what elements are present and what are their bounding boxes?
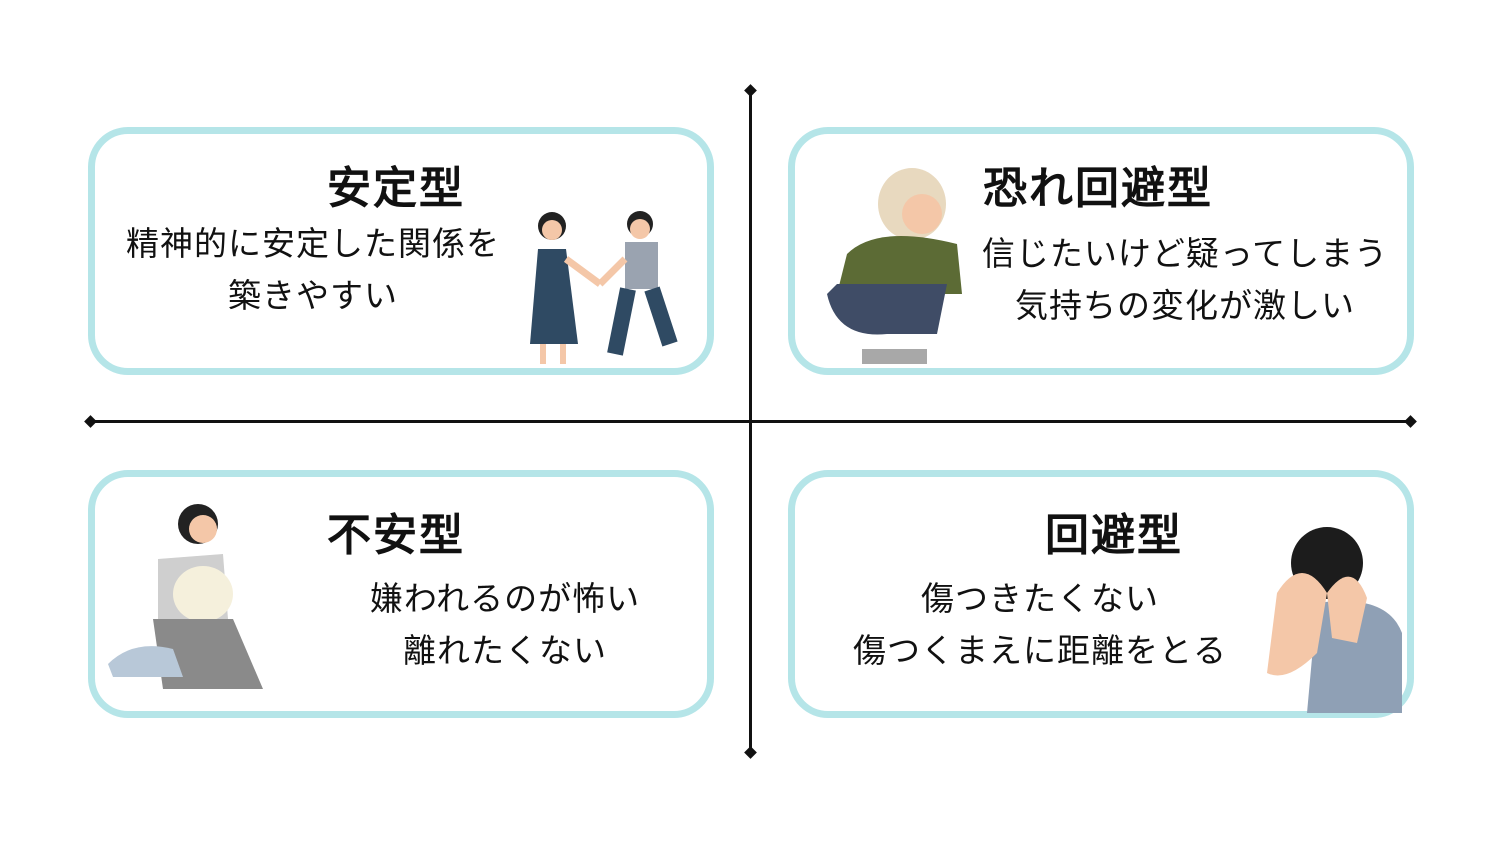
quadrant-secure: 安定型 精神的に安定した関係を 築きやすい — [88, 127, 714, 375]
description-line: 気持ちの変化が激しい — [1015, 286, 1355, 325]
quadrant-description: 嫌われるのが怖い 離れたくない — [335, 573, 675, 677]
horizontal-axis — [90, 420, 1410, 423]
description-line: 嫌われるのが怖い — [369, 579, 641, 618]
description-line: 信じたいけど疑ってしまう — [981, 234, 1389, 273]
description-line: 築きやすい — [228, 276, 398, 315]
quadrant-description: 傷つきたくない 傷つくまえに距離をとる — [830, 573, 1250, 677]
axis-top-diamond — [744, 84, 757, 97]
sitting-woman-hugging-pillow-icon — [108, 504, 263, 689]
quadrant-title: 回避型 — [1045, 510, 1183, 561]
quadrant-description: 精神的に安定した関係を 築きやすい — [103, 218, 523, 322]
description-line: 精神的に安定した関係を — [126, 224, 500, 263]
quadrant-description: 信じたいけど疑ってしまう 気持ちの変化が激しい — [960, 228, 1410, 332]
axis-bottom-diamond — [744, 746, 757, 759]
quadrant-title: 安定型 — [327, 163, 465, 214]
quadrant-anxious: 不安型 嫌われるのが怖い 離れたくない — [88, 470, 714, 718]
quadrant-title: 不安型 — [327, 510, 465, 561]
axis-left-diamond — [84, 415, 97, 428]
description-line: 離れたくない — [403, 631, 607, 670]
quadrant-title: 恐れ回避型 — [983, 163, 1213, 214]
face-covering-person-icon — [1267, 527, 1402, 713]
handshake-people-icon — [530, 211, 678, 364]
description-line: 傷つきたくない — [921, 579, 1159, 618]
description-line: 傷つくまえに距離をとる — [853, 631, 1227, 670]
quadrant-fearful-avoidant: 恐れ回避型 信じたいけど疑ってしまう 気持ちの変化が激しい — [788, 127, 1414, 375]
crouching-person-icon — [827, 168, 962, 364]
quadrant-avoidant: 回避型 傷つきたくない 傷つくまえに距離をとる — [788, 470, 1414, 718]
axis-right-diamond — [1404, 415, 1417, 428]
